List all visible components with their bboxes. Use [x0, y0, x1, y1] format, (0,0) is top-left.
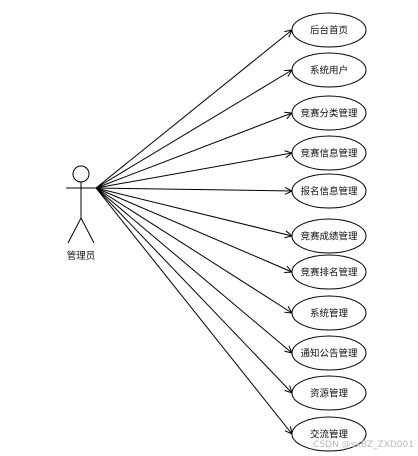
use-case-list: 后台首页系统用户竞赛分类管理竞赛信息管理报名信息管理竞赛成绩管理竞赛排名管理系统… — [291, 12, 367, 452]
use-case-ellipse — [291, 135, 367, 171]
association-line — [95, 187, 293, 237]
use-case-ellipse — [291, 173, 367, 209]
use-case: 竞赛成绩管理 — [291, 218, 367, 254]
use-case-ellipse — [291, 218, 367, 254]
association-line — [95, 187, 293, 435]
use-case-label: 交流管理 — [310, 429, 349, 441]
association-line — [95, 187, 293, 314]
association-line — [95, 187, 293, 394]
association-lines — [95, 29, 294, 435]
use-case: 报名信息管理 — [291, 173, 367, 209]
association-line — [95, 187, 293, 192]
use-case-label: 竞赛信息管理 — [300, 148, 358, 160]
use-case-label: 系统管理 — [310, 308, 349, 320]
use-case: 竞赛排名管理 — [291, 254, 367, 290]
association-arrowhead — [284, 306, 293, 314]
use-case: 通知公告管理 — [291, 335, 367, 371]
use-case-ellipse — [291, 95, 367, 131]
use-case-ellipse — [291, 335, 367, 371]
use-case-ellipse — [291, 375, 367, 411]
use-case-ellipse — [291, 12, 367, 48]
use-case: 系统管理 — [291, 295, 367, 331]
association-line — [95, 29, 293, 189]
watermark: CSDN @sxBZ_ZXD001 — [313, 440, 414, 450]
use-case: 竞赛分类管理 — [291, 95, 367, 131]
use-case: 后台首页 — [291, 12, 367, 48]
actor-right-leg — [80, 217, 95, 244]
association-line — [95, 187, 293, 273]
use-case-label: 竞赛分类管理 — [300, 108, 358, 120]
use-case-label: 竞赛排名管理 — [300, 267, 358, 279]
use-case-label: 资源管理 — [310, 388, 349, 400]
use-case: 资源管理 — [291, 375, 367, 411]
use-case-label: 通知公告管理 — [300, 348, 358, 360]
use-case-ellipse — [291, 52, 367, 88]
use-case: 系统用户 — [291, 52, 367, 88]
actor-admin: 管理员 — [66, 165, 96, 262]
use-case-label: 报名信息管理 — [300, 186, 358, 198]
use-case-label: 后台首页 — [310, 25, 348, 37]
use-case: 竞赛信息管理 — [291, 135, 367, 171]
use-case-ellipse — [291, 254, 367, 290]
actor-left-leg — [67, 217, 82, 244]
use-case-label: 系统用户 — [310, 65, 348, 77]
association-line — [95, 152, 293, 189]
association-line — [95, 69, 293, 189]
use-case-ellipse — [291, 416, 367, 452]
use-case-ellipse — [291, 295, 367, 331]
actor-label: 管理员 — [67, 250, 96, 262]
use-case: 交流管理 — [291, 416, 367, 452]
association-line — [95, 112, 293, 189]
association-line — [95, 187, 293, 354]
actor-head — [72, 165, 90, 183]
use-case-label: 竞赛成绩管理 — [300, 231, 358, 243]
association-arrowhead — [284, 69, 293, 77]
